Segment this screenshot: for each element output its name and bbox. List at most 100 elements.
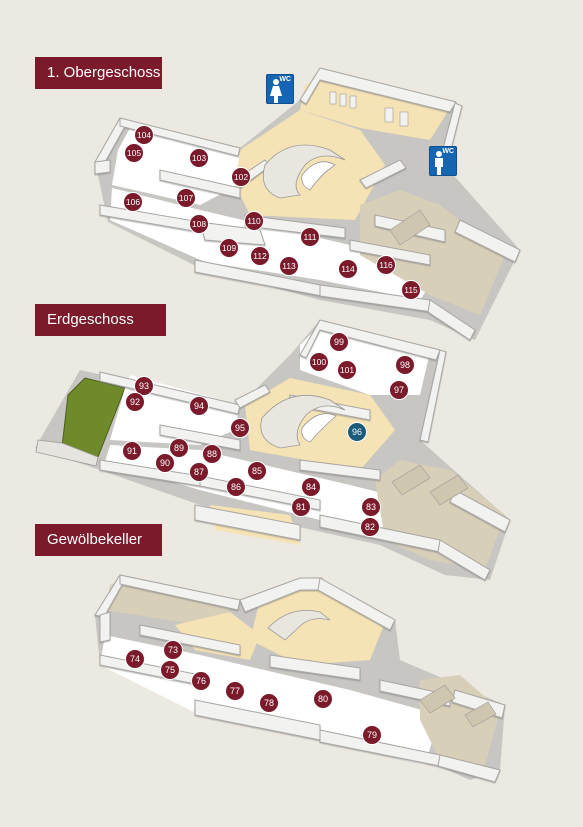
- room-number: 83: [366, 502, 376, 512]
- og-wall: [359, 159, 407, 189]
- room-marker-102[interactable]: 102: [231, 167, 251, 187]
- room-number: 75: [165, 665, 175, 675]
- room-marker-106[interactable]: 106: [123, 192, 143, 212]
- room-marker-111[interactable]: 111: [300, 227, 320, 247]
- room-marker-101[interactable]: 101: [337, 360, 357, 380]
- room-marker-circle: [244, 211, 264, 231]
- room-marker-108[interactable]: 108: [189, 214, 209, 234]
- room-marker-91[interactable]: 91: [122, 441, 142, 461]
- room-marker-circle: [301, 477, 321, 497]
- room-marker-115[interactable]: 115: [401, 280, 421, 300]
- room-number: 95: [235, 423, 245, 433]
- room-marker-107[interactable]: 107: [176, 188, 196, 208]
- room-marker-circle: [226, 477, 246, 497]
- room-marker-95[interactable]: 95: [230, 418, 250, 438]
- room-marker-89[interactable]: 89: [169, 438, 189, 458]
- room-marker-circle: [401, 280, 421, 300]
- room-number: 97: [394, 385, 404, 395]
- room-marker-81[interactable]: 81: [291, 497, 311, 517]
- room-marker-circle: [189, 462, 209, 482]
- room-marker-100[interactable]: 100: [309, 352, 329, 372]
- room-marker-80[interactable]: 80: [313, 689, 333, 709]
- gk-wall: [139, 624, 241, 656]
- room-number: 106: [126, 197, 140, 207]
- eg-wall: [234, 384, 271, 409]
- room-marker-circle: [247, 461, 267, 481]
- room-marker-116[interactable]: 116: [376, 255, 396, 275]
- room-marker-75[interactable]: 75: [160, 660, 180, 680]
- room-marker-93[interactable]: 93: [134, 376, 154, 396]
- floor-label-gewoelbekeller: Gewölbekeller: [35, 524, 162, 556]
- room-number: 113: [282, 261, 296, 271]
- room-number: 112: [253, 251, 267, 261]
- room-marker-94[interactable]: 94: [189, 396, 209, 416]
- room-marker-105[interactable]: 105: [124, 143, 144, 163]
- room-marker-circle: [155, 453, 175, 473]
- room-marker-circle: [125, 649, 145, 669]
- room-marker-circle: [360, 517, 380, 537]
- wc-men-sign: WC: [429, 146, 457, 176]
- room-number: 104: [137, 130, 151, 140]
- room-marker-circle: [361, 497, 381, 517]
- room-number: 116: [379, 260, 393, 270]
- room-marker-77[interactable]: 77: [225, 681, 245, 701]
- room-marker-112[interactable]: 112: [250, 246, 270, 266]
- room-markers: 104 105 103 102 106 107 108 110 109 112 113 111 114 1…: [122, 125, 421, 745]
- room-marker-96[interactable]: 96: [347, 422, 367, 442]
- room-number: 79: [367, 730, 377, 740]
- room-number: 109: [222, 243, 236, 253]
- room-marker-circle: [389, 380, 409, 400]
- room-marker-circle: [191, 671, 211, 691]
- room-marker-99[interactable]: 99: [329, 332, 349, 352]
- room-marker-85[interactable]: 85: [247, 461, 267, 481]
- room-number: 105: [127, 148, 141, 158]
- room-marker-circle: [259, 693, 279, 713]
- room-marker-circle: [230, 418, 250, 438]
- room-marker-circle: [134, 125, 154, 145]
- gk-wall: [119, 574, 241, 611]
- room-marker-114[interactable]: 114: [338, 259, 358, 279]
- room-marker-82[interactable]: 82: [360, 517, 380, 537]
- og-wall: [94, 159, 111, 175]
- room-marker-110[interactable]: 110: [244, 211, 264, 231]
- room-marker-87[interactable]: 87: [189, 462, 209, 482]
- room-marker-92[interactable]: 92: [125, 392, 145, 412]
- room-number: 103: [192, 153, 206, 163]
- room-number: 107: [179, 193, 193, 203]
- room-marker-circle: [219, 238, 239, 258]
- room-marker-circle: [122, 441, 142, 461]
- room-marker-79[interactable]: 79: [362, 725, 382, 745]
- room-marker-78[interactable]: 78: [259, 693, 279, 713]
- room-number: 115: [404, 285, 418, 295]
- gk-wall: [437, 754, 501, 783]
- room-marker-98[interactable]: 98: [395, 355, 415, 375]
- room-marker-88[interactable]: 88: [202, 444, 222, 464]
- room-marker-109[interactable]: 109: [219, 238, 239, 258]
- room-marker-74[interactable]: 74: [125, 649, 145, 669]
- og-toilet-stall: [329, 91, 337, 105]
- og-wall: [454, 219, 521, 263]
- og-wall: [159, 169, 241, 199]
- room-marker-86[interactable]: 86: [226, 477, 246, 497]
- wc-women-sign: WC: [266, 74, 294, 104]
- room-marker-97[interactable]: 97: [389, 380, 409, 400]
- room-number: 100: [312, 357, 326, 367]
- eg-garden: [61, 377, 126, 458]
- room-number: 91: [127, 446, 137, 456]
- gk-staircase: [267, 609, 497, 728]
- room-marker-84[interactable]: 84: [301, 477, 321, 497]
- room-marker-76[interactable]: 76: [191, 671, 211, 691]
- room-number: 98: [400, 360, 410, 370]
- room-marker-103[interactable]: 103: [189, 148, 209, 168]
- room-number: 89: [174, 443, 184, 453]
- room-marker-90[interactable]: 90: [155, 453, 175, 473]
- room-marker-73[interactable]: 73: [163, 640, 183, 660]
- room-marker-circle: [189, 396, 209, 416]
- room-marker-83[interactable]: 83: [361, 497, 381, 517]
- room-marker-104[interactable]: 104: [134, 125, 154, 145]
- room-number: 81: [296, 502, 306, 512]
- room-marker-113[interactable]: 113: [279, 256, 299, 276]
- room-marker-circle: [123, 192, 143, 212]
- room-marker-circle: [347, 422, 367, 442]
- room-number: 77: [230, 686, 240, 696]
